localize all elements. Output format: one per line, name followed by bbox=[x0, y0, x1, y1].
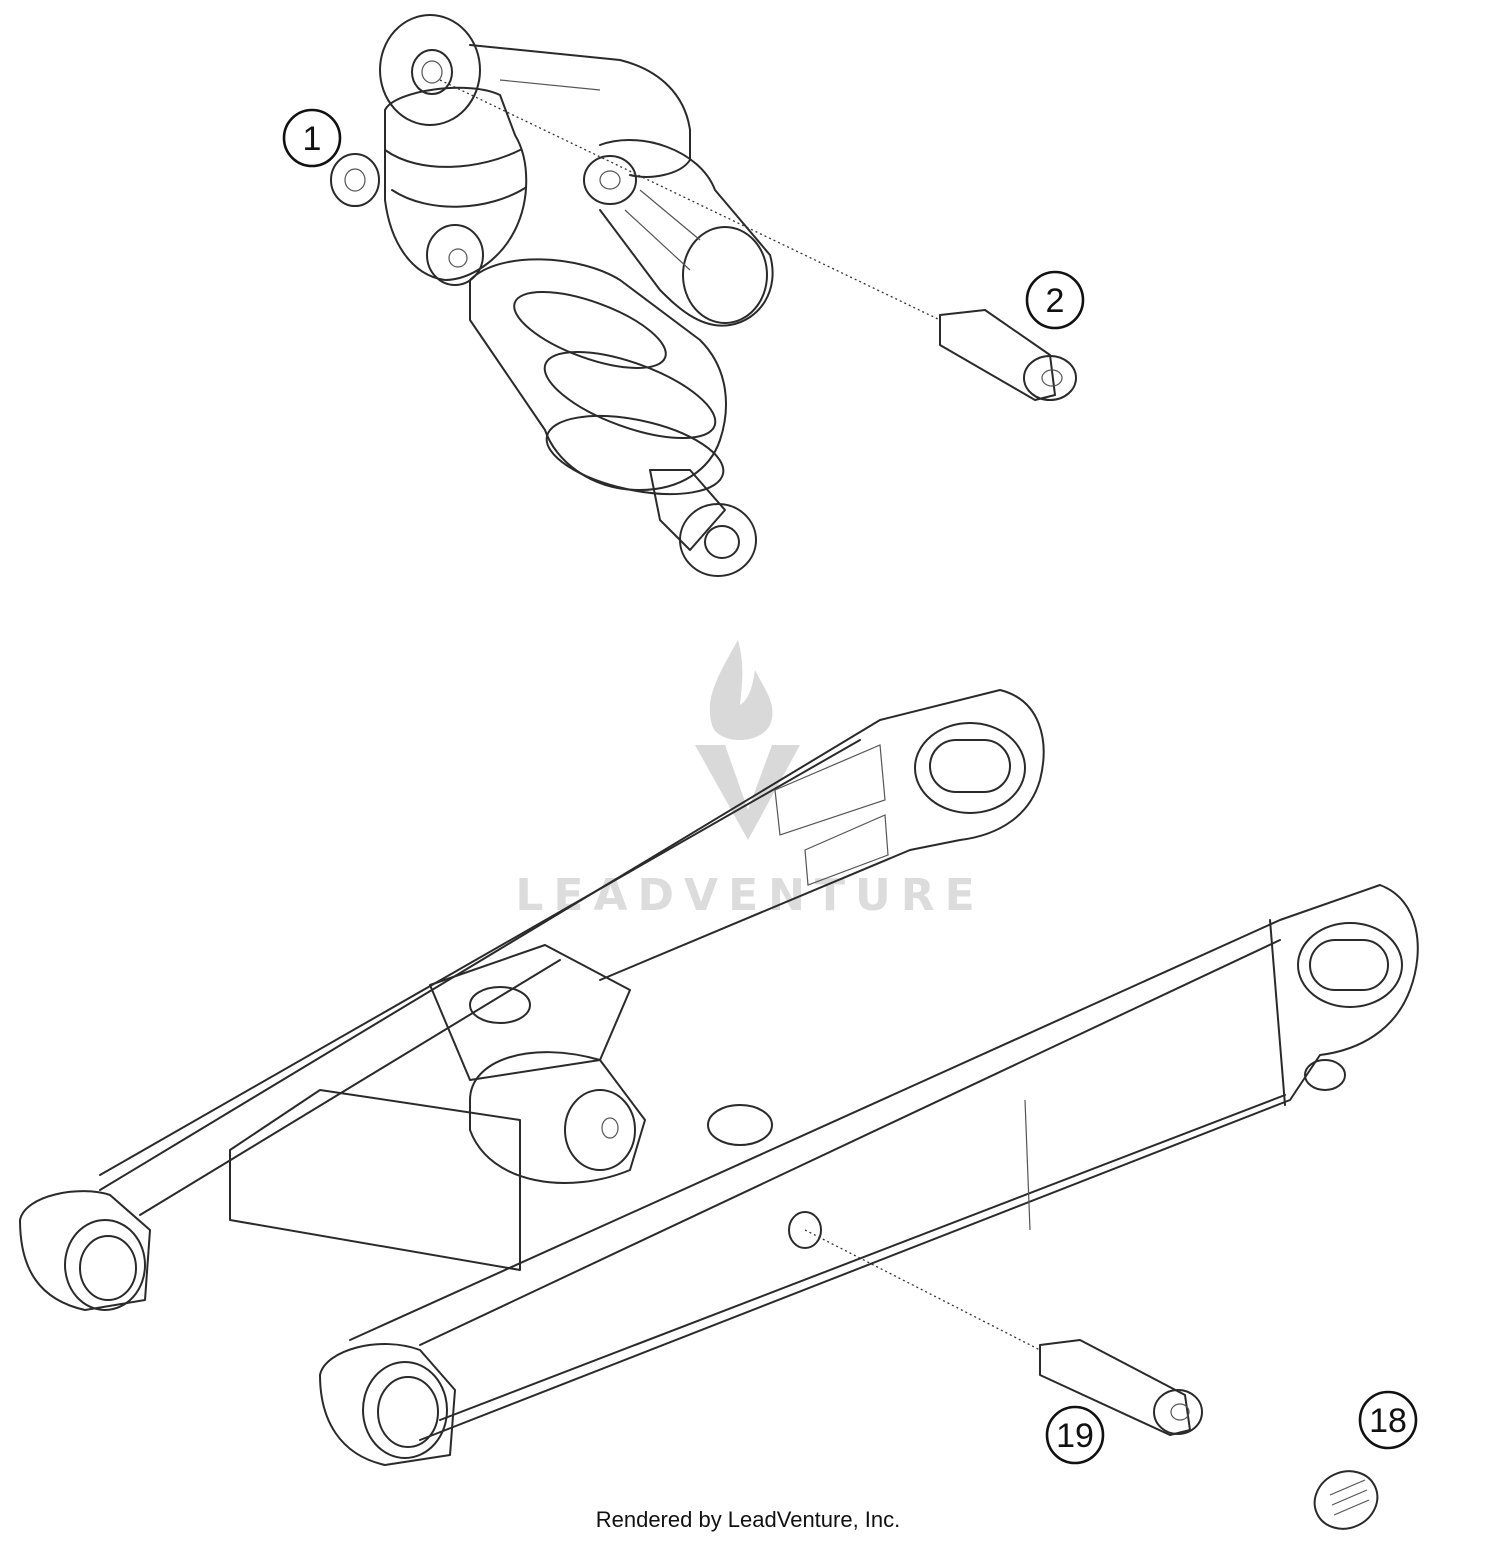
watermark-text: LEADVENTURE bbox=[515, 870, 984, 921]
callout-18-label: 18 bbox=[1369, 1402, 1407, 1440]
callout-19-label: 19 bbox=[1056, 1417, 1094, 1455]
swingarm-cap[interactable] bbox=[1305, 1461, 1387, 1539]
callout-1[interactable]: 1 bbox=[282, 108, 342, 168]
swingarm-bolt[interactable] bbox=[804, 1229, 1203, 1436]
callout-18[interactable]: 18 bbox=[1358, 1390, 1418, 1450]
callout-2-label: 2 bbox=[1046, 282, 1065, 320]
callout-19[interactable]: 19 bbox=[1045, 1405, 1105, 1465]
leadventure-watermark: LEADVENTURE bbox=[515, 640, 984, 921]
upper-shock-bolt[interactable] bbox=[439, 79, 1077, 401]
swingarm[interactable] bbox=[19, 689, 1419, 1466]
flame-icon bbox=[709, 640, 773, 740]
callout-2[interactable]: 2 bbox=[1025, 270, 1085, 330]
callout-1-label: 1 bbox=[303, 120, 322, 158]
footer-credit: Rendered by LeadVenture, Inc. bbox=[596, 1507, 901, 1532]
v-logo-icon bbox=[695, 745, 800, 840]
shock-absorber[interactable] bbox=[330, 14, 774, 577]
